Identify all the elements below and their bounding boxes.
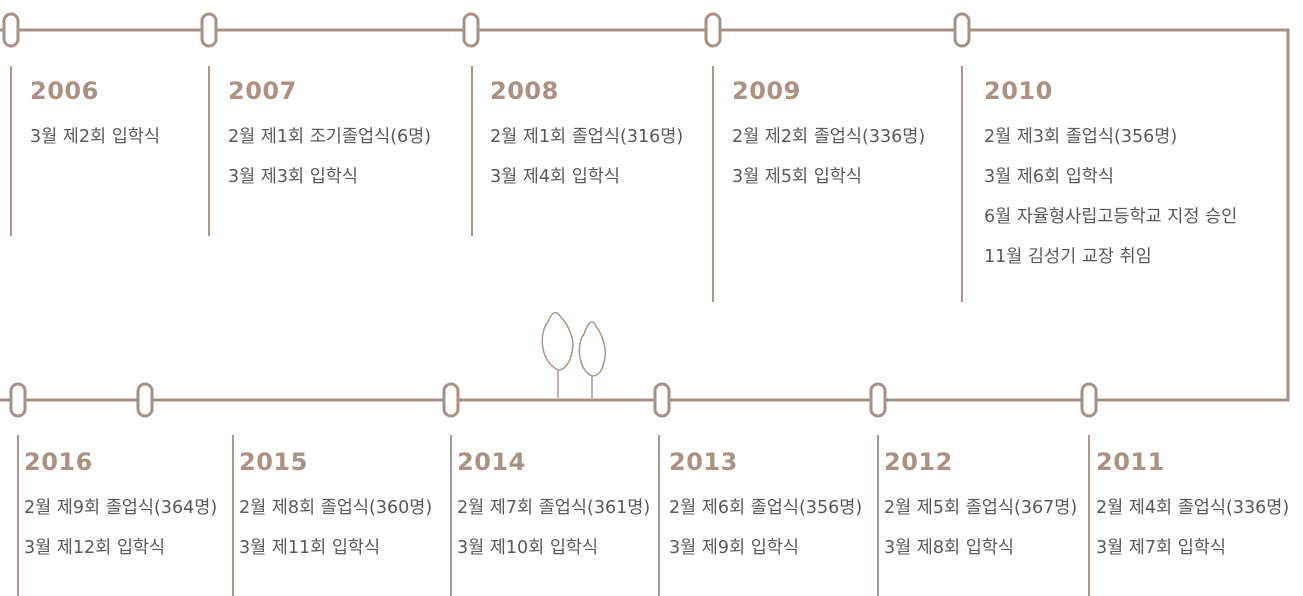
timeline-entry-2006: 2006 3월 제2회 입학식 xyxy=(30,77,160,167)
event-list: 2월 제6회 졸업식(356명) 3월 제9회 입학식 xyxy=(669,498,862,558)
year-label: 2010 xyxy=(984,77,1053,105)
knot-2006 xyxy=(2,12,20,48)
year-label: 2013 xyxy=(669,448,738,476)
event-list: 3월 제2회 입학식 xyxy=(30,127,160,147)
knot-2010 xyxy=(953,12,971,48)
event-item: 3월 제5회 입학식 xyxy=(732,167,862,187)
knot-2012 xyxy=(1080,382,1098,418)
timeline-entry-2007: 2007 2월 제1회 조기졸업식(6명) 3월 제3회 입학식 xyxy=(228,77,431,207)
connector-2012 xyxy=(877,435,879,596)
connector-2015 xyxy=(232,435,234,596)
timeline-entry-2009: 2009 2월 제2회 졸업식(336명) 3월 제5회 입학식 xyxy=(732,77,925,207)
year-label: 2007 xyxy=(228,77,297,105)
event-item: 3월 제10회 입학식 xyxy=(457,538,599,558)
year-label: 2009 xyxy=(732,77,801,105)
year-label: 2008 xyxy=(490,77,559,105)
event-item: 3월 제6회 입학식 xyxy=(984,167,1114,187)
event-item: 6월 자율형사립고등학교 지정 승인 xyxy=(984,207,1238,227)
event-item: 3월 제3회 입학식 xyxy=(228,167,358,187)
connector-2013 xyxy=(658,435,660,596)
tree-left xyxy=(541,311,574,398)
event-item: 2월 제2회 졸업식(336명) xyxy=(732,127,926,147)
event-item: 2월 제4회 졸업식(336명) xyxy=(1096,498,1290,518)
connector-2010 xyxy=(961,66,963,302)
year-label: 2006 xyxy=(30,77,99,105)
timeline-entry-2011: 2011 2월 제4회 졸업식(336명) 3월 제7회 입학식 xyxy=(1096,448,1289,578)
knot-2007 xyxy=(200,12,218,48)
connector-2009 xyxy=(712,66,714,302)
event-item: 3월 제12회 입학식 xyxy=(24,538,166,558)
event-list: 2월 제2회 졸업식(336명) 3월 제5회 입학식 xyxy=(732,127,925,187)
knot-2008 xyxy=(462,12,480,48)
event-list: 2월 제3회 졸업식(356명) 3월 제6회 입학식 6월 자율형사립고등학교… xyxy=(984,127,1237,267)
connector-2006 xyxy=(10,66,12,236)
event-item: 3월 제2회 입학식 xyxy=(30,127,160,147)
timeline-entry-2016: 2016 2월 제9회 졸업식(364명) 3월 제12회 입학식 xyxy=(24,448,217,578)
tree-icon xyxy=(541,311,607,398)
event-item: 3월 제9회 입학식 xyxy=(669,538,799,558)
timeline-entry-2012: 2012 2월 제5회 졸업식(367명) 3월 제8회 입학식 xyxy=(884,448,1077,578)
event-list: 2월 제1회 졸업식(316명) 3월 제4회 입학식 xyxy=(490,127,683,187)
knot-extra xyxy=(136,382,154,418)
event-list: 2월 제8회 졸업식(360명) 3월 제11회 입학식 xyxy=(239,498,432,558)
year-label: 2015 xyxy=(239,448,308,476)
event-item: 3월 제8회 입학식 xyxy=(884,538,1014,558)
timeline-entry-2014: 2014 2월 제7회 졸업식(361명) 3월 제10회 입학식 xyxy=(457,448,650,578)
timeline-path xyxy=(0,28,1290,402)
event-list: 2월 제7회 졸업식(361명) 3월 제10회 입학식 xyxy=(457,498,650,558)
knot-2016 xyxy=(9,382,27,418)
event-item: 2월 제5회 졸업식(367명) xyxy=(884,498,1078,518)
year-label: 2012 xyxy=(884,448,953,476)
year-label: 2014 xyxy=(457,448,526,476)
event-item: 2월 제9회 졸업식(364명) xyxy=(24,498,218,518)
event-item: 2월 제3회 졸업식(356명) xyxy=(984,127,1178,147)
knot-2009 xyxy=(704,12,722,48)
year-label: 2011 xyxy=(1096,448,1165,476)
event-item: 11월 김성기 교장 취임 xyxy=(984,247,1152,267)
event-item: 2월 제6회 졸업식(356명) xyxy=(669,498,863,518)
timeline-entry-2015: 2015 2월 제8회 졸업식(360명) 3월 제11회 입학식 xyxy=(239,448,432,578)
connector-2016 xyxy=(17,435,19,596)
year-label: 2016 xyxy=(24,448,93,476)
connector-2007 xyxy=(208,66,210,236)
tree-right xyxy=(578,321,607,398)
timeline-entry-2010: 2010 2월 제3회 졸업식(356명) 3월 제6회 입학식 6월 자율형사… xyxy=(984,77,1237,287)
event-item: 3월 제4회 입학식 xyxy=(490,167,620,187)
event-item: 2월 제1회 졸업식(316명) xyxy=(490,127,684,147)
knot-2015 xyxy=(442,382,460,418)
event-item: 2월 제8회 졸업식(360명) xyxy=(239,498,433,518)
knot-2013 xyxy=(869,382,887,418)
event-list: 2월 제4회 졸업식(336명) 3월 제7회 입학식 xyxy=(1096,498,1289,558)
event-item: 2월 제7회 졸업식(361명) xyxy=(457,498,651,518)
connector-2014 xyxy=(450,435,452,596)
timeline-entry-2008: 2008 2월 제1회 졸업식(316명) 3월 제4회 입학식 xyxy=(490,77,683,207)
timeline-entry-2013: 2013 2월 제6회 졸업식(356명) 3월 제9회 입학식 xyxy=(669,448,862,578)
event-item: 2월 제1회 조기졸업식(6명) xyxy=(228,127,432,147)
connector-2008 xyxy=(471,66,473,236)
event-item: 3월 제11회 입학식 xyxy=(239,538,381,558)
connector-2011 xyxy=(1088,435,1090,596)
event-list: 2월 제9회 졸업식(364명) 3월 제12회 입학식 xyxy=(24,498,217,558)
event-item: 3월 제7회 입학식 xyxy=(1096,538,1226,558)
knot-2014 xyxy=(653,382,671,418)
event-list: 2월 제1회 조기졸업식(6명) 3월 제3회 입학식 xyxy=(228,127,431,187)
event-list: 2월 제5회 졸업식(367명) 3월 제8회 입학식 xyxy=(884,498,1077,558)
